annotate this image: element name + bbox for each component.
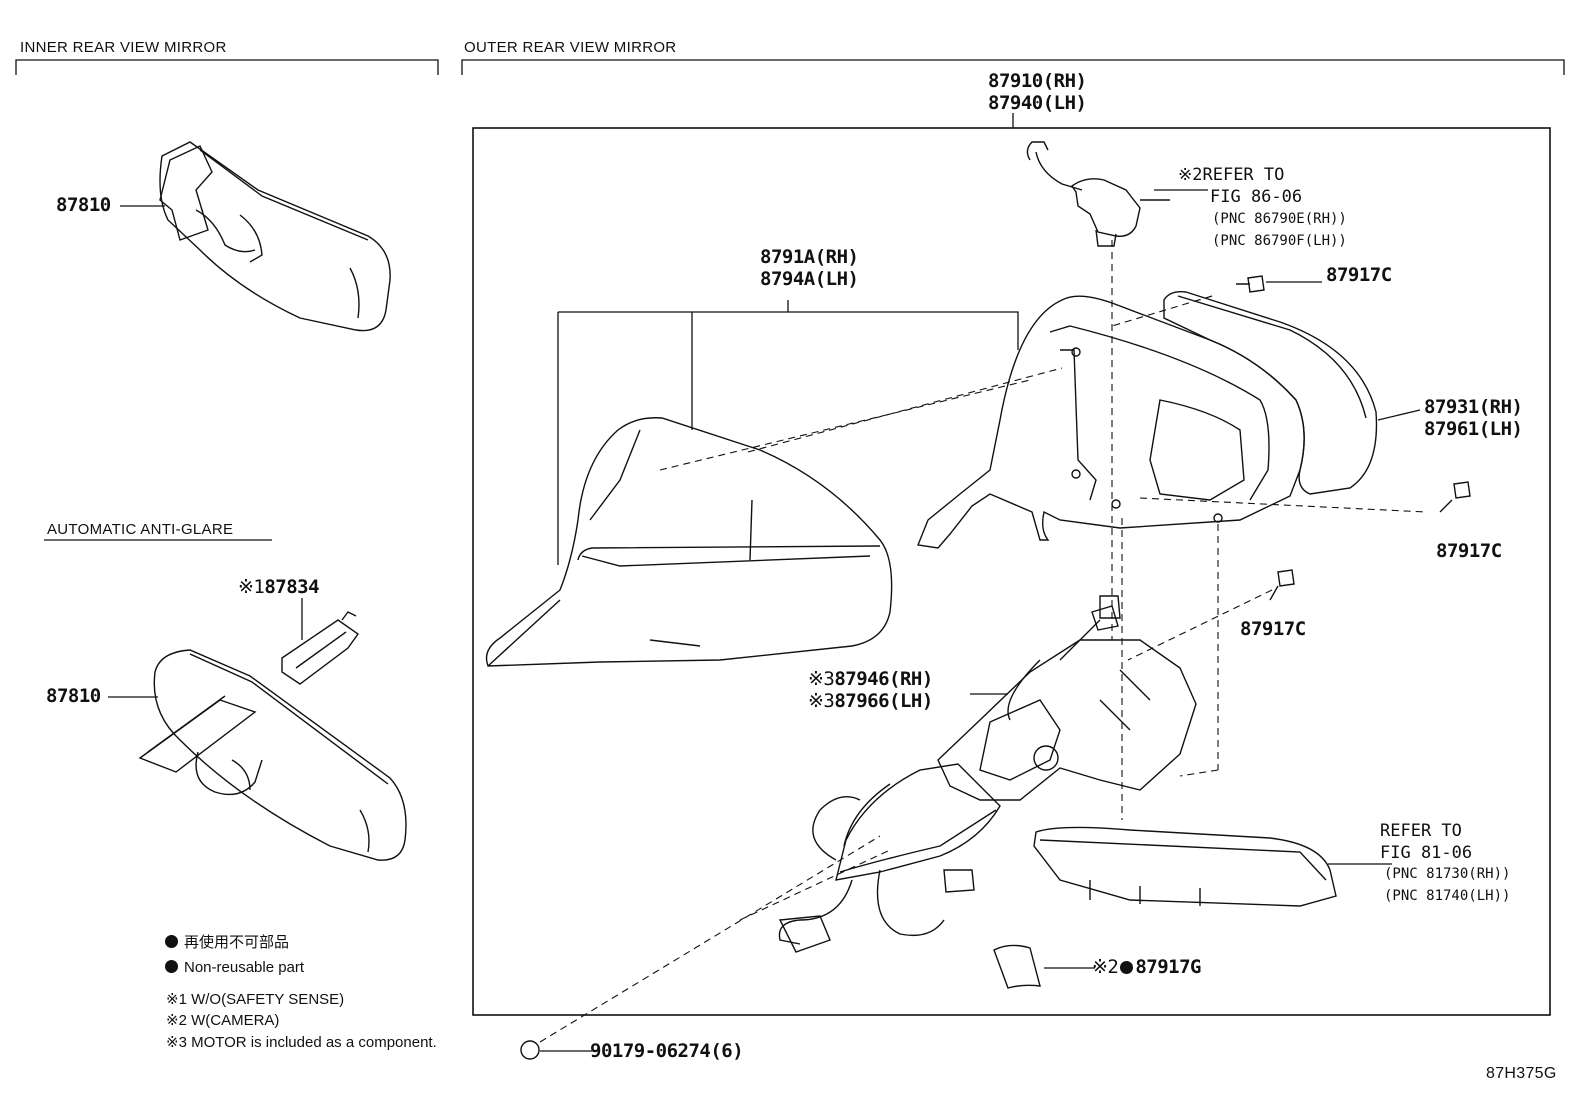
bullet-icon [165,960,178,973]
part-number-87917c-c[interactable]: 87917C [1240,618,1306,640]
screw-drawings [1236,275,1471,601]
inner-mirror-1-drawing [159,141,391,332]
mirror-housing-drawing [917,295,1305,549]
dashed-guides [539,240,1427,1043]
turn-signal-drawing [1033,826,1337,907]
part-number-90179-06274[interactable]: 90179-06274(6) [590,1040,744,1062]
part-number-8794a-lh[interactable]: 8794A(LH) [760,268,859,290]
part-number-87810-b[interactable]: 87810 [46,685,101,707]
turn-pnc-rh: (PNC 81730(RH)) [1384,866,1511,882]
cover-leader [557,300,1019,565]
mirror-glass-drawing [1163,290,1378,495]
figure-code: 87H375G [1486,1065,1557,1082]
part-number-87961-lh[interactable]: 87961(LH) [1424,418,1523,440]
part-number-87910-rh[interactable]: 87910(RH) [988,70,1087,92]
part-number-87834[interactable]: ※187834 [238,576,320,598]
turn-pnc-lh: (PNC 81740(LH)) [1384,888,1511,904]
outer-mirror-section-title: OUTER REAR VIEW MIRROR [464,39,677,56]
outer-section-bracket [461,59,1565,75]
camera-refer-line1: ※2REFER TO [1178,165,1285,185]
part-number-87940-lh[interactable]: 87940(LH) [988,92,1087,114]
part-number-87966-lh[interactable]: ※387966(LH) [808,690,933,712]
anti-glare-section-title: AUTOMATIC ANTI-GLARE [47,521,234,538]
inner-mirror-section-title: INNER REAR VIEW MIRROR [20,39,227,56]
clip-drawing [520,1040,540,1060]
non-reusable-dot-icon [1120,961,1134,974]
motor-drawing [937,605,1197,801]
footnote-1: ※1 W/O(SAFETY SENSE) [166,991,345,1008]
camera-refer-fig[interactable]: FIG 86-06 [1210,187,1303,207]
part-number-87931-rh[interactable]: 87931(RH) [1424,396,1523,418]
footnote-2: ※2 W(CAMERA) [166,1012,280,1029]
outer-assembly-frame [472,127,1551,1016]
part-number-87946-rh[interactable]: ※387946(RH) [808,668,933,690]
camera-drawing [1026,141,1170,247]
footnote-3: ※3 MOTOR is included as a component. [166,1034,437,1051]
camera-pnc-lh: (PNC 86790F(LH)) [1212,233,1347,249]
footnote-mark-1: ※1 [238,576,265,598]
part-number-8791a-rh[interactable]: 8791A(RH) [760,246,859,268]
cover-87834-drawing [281,611,359,685]
camera-pnc-rh: (PNC 86790E(RH)) [1212,211,1347,227]
part-number-87917c-a[interactable]: 87917C [1326,264,1392,286]
part-number-87810-a[interactable]: 87810 [56,194,111,216]
outer-cover-drawing [485,417,893,667]
inner-section-bracket [15,59,439,75]
legend-non-reusable-jp: 再使用不可部品 [165,935,289,950]
turn-refer-line1: REFER TO [1380,821,1462,841]
turn-refer-fig[interactable]: FIG 81-06 [1380,843,1473,863]
inner-mirror-2-drawing [138,649,407,861]
base-harness-drawing [778,595,1121,953]
part-number-87917c-b[interactable]: 87917C [1436,540,1502,562]
bullet-icon [165,935,178,948]
legend-non-reusable-en: Non-reusable part [165,960,304,975]
seal-drawing [993,944,1041,989]
